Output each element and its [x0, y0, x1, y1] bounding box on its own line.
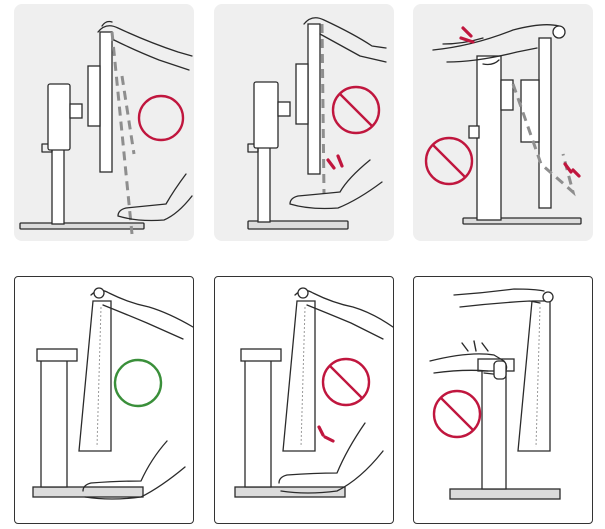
impact-mark [326, 154, 344, 170]
panel-top-1 [14, 4, 194, 241]
prohibited-icon [330, 84, 382, 136]
prohibited-ring [331, 85, 381, 135]
prohibited-icon [136, 93, 186, 143]
hand-bottom [278, 422, 384, 494]
hand-bottom [117, 173, 193, 222]
motion-ghost [320, 23, 326, 195]
panel-bottom-2 [214, 276, 394, 524]
monitor-body [99, 31, 113, 173]
stand-base [19, 222, 145, 230]
monitor-body [538, 37, 552, 209]
illustration-tilt-correct [32, 287, 194, 500]
illustration-monitor-pull [19, 20, 193, 235]
prohibited-slash [432, 144, 466, 178]
motion-ghost [110, 31, 134, 235]
panel-top-2 [214, 4, 394, 241]
prohibited-icon [431, 388, 483, 440]
hand-top [303, 17, 387, 63]
panel-bottom-1 [14, 276, 194, 524]
impact-mark [461, 340, 489, 352]
stand-base [32, 486, 144, 498]
hand-top [97, 25, 193, 71]
motion-ghost [511, 83, 576, 197]
stand-head [253, 81, 279, 149]
stand-column [476, 55, 502, 221]
ok-icon [112, 357, 164, 409]
monitor-body [78, 300, 112, 452]
prohibited-ring [432, 389, 482, 439]
stand-column [40, 356, 68, 488]
prohibited-slash [329, 365, 363, 399]
prohibited-slash [440, 397, 474, 431]
illustration-monitor-push [247, 17, 387, 230]
prohibited-ring [424, 136, 474, 186]
hand-top [432, 24, 564, 63]
impact-mark [317, 425, 335, 443]
panel-top-3 [413, 4, 593, 241]
hand-bottom [289, 159, 383, 210]
monitor-body [517, 300, 551, 452]
prohibited-icon [320, 356, 372, 408]
stand-base [449, 488, 561, 500]
stand-head [47, 83, 71, 151]
impact-mark [459, 26, 475, 44]
stand-column [481, 366, 507, 490]
stand-column [244, 356, 272, 488]
prohibited-slash [339, 93, 373, 127]
illustration-height-press [432, 24, 582, 225]
monitor-body [307, 23, 321, 175]
impact-mark [563, 162, 581, 178]
illustration-tilt-wrong [234, 287, 394, 498]
prohibited-icon [423, 135, 475, 187]
monitor-body [282, 300, 316, 452]
hand-bottom [82, 440, 186, 500]
illustration-stand-grip [429, 288, 561, 500]
panel-bottom-3 [413, 276, 593, 524]
prohibited-ring [137, 94, 185, 142]
stand-head [240, 348, 282, 362]
stand-head [36, 348, 78, 362]
ok-ring [113, 358, 163, 408]
stand-base [247, 220, 349, 230]
hand-top [453, 288, 545, 308]
prohibited-ring [321, 357, 371, 407]
